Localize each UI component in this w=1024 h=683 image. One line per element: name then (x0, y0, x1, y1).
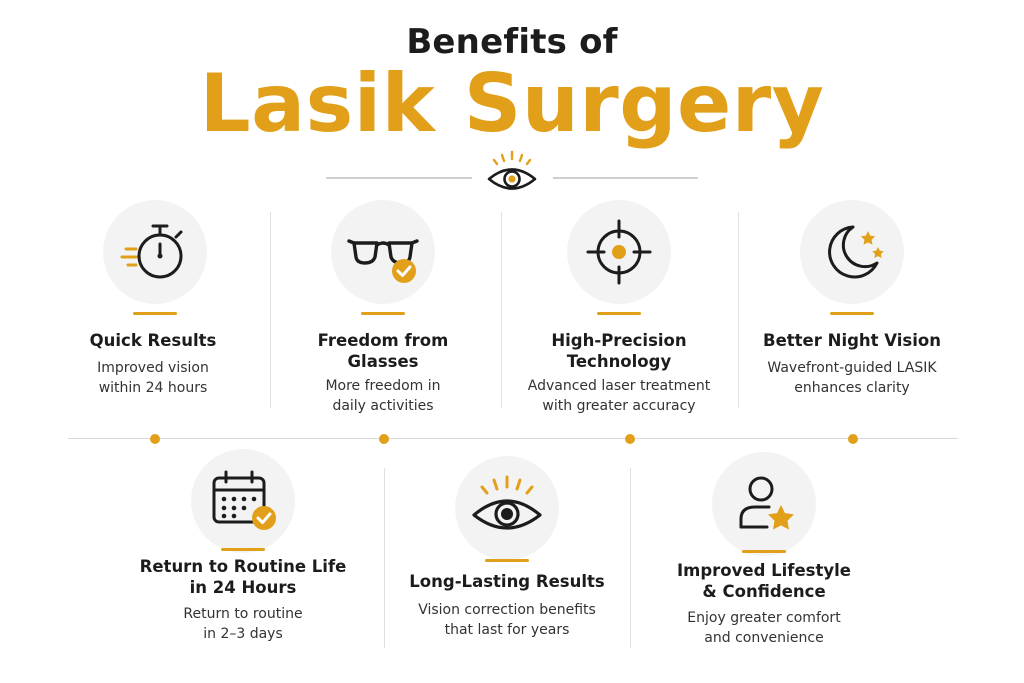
accent-bar (485, 559, 529, 562)
row1-separator-1 (270, 212, 271, 408)
timeline-line (68, 438, 958, 439)
benefit-description: Return to routine in 2–3 days (183, 606, 303, 642)
accent-bar (742, 550, 786, 553)
icon-circle (567, 200, 671, 304)
timeline-dot (625, 434, 635, 444)
benefit-title: Return to Routine Life in 24 Hours (139, 557, 347, 597)
benefit-title: Quick Results (89, 331, 217, 350)
accent-bar (830, 312, 874, 315)
timeline-dot (150, 434, 160, 444)
header-divider-left (326, 177, 472, 179)
row2-separator-2 (630, 468, 631, 648)
row1-separator-3 (738, 212, 739, 408)
header-eye-icon (487, 150, 537, 190)
benefit-title: Improved Lifestyle & Confidence (677, 561, 851, 601)
benefit-description: Enjoy greater comfort and convenience (687, 610, 841, 646)
crosshair-target-icon (586, 219, 652, 285)
calendar-check-icon (212, 470, 276, 530)
moon-stars-icon (828, 225, 884, 279)
timeline-dot (848, 434, 858, 444)
pre-title: Benefits of (406, 22, 618, 62)
benefit-title: Long-Lasting Results (409, 572, 605, 591)
benefit-description: More freedom in daily activities (325, 378, 441, 414)
row2-separator-1 (384, 468, 385, 648)
benefit-description: Improved vision within 24 hours (97, 360, 209, 396)
stopwatch-icon (120, 224, 183, 279)
accent-bar (221, 548, 265, 551)
benefit-description: Advanced laser treatment with greater ac… (527, 378, 711, 414)
benefit-title: High-Precision Technology (551, 331, 687, 371)
glasses-check-icon (347, 239, 419, 283)
timeline-dot (379, 434, 389, 444)
header-divider-right (553, 177, 698, 179)
main-title: Lasik Surgery (199, 57, 825, 150)
accent-bar (361, 312, 405, 315)
icon-circle (800, 200, 904, 304)
icon-circle (191, 449, 295, 553)
icon-circle (712, 452, 816, 556)
benefit-title: Freedom from Glasses (317, 331, 449, 371)
benefit-description: Wavefront-guided LASIK enhances clarity (767, 360, 937, 396)
benefit-description: Vision correction benefits that last for… (418, 602, 596, 638)
accent-bar (133, 312, 177, 315)
radiant-eye-icon (472, 475, 542, 530)
benefit-title: Better Night Vision (763, 331, 941, 350)
icon-circle (103, 200, 207, 304)
person-star-icon (739, 476, 794, 530)
icon-circle (331, 200, 435, 304)
accent-bar (597, 312, 641, 315)
icon-circle (455, 456, 559, 560)
row1-separator-2 (501, 212, 502, 408)
